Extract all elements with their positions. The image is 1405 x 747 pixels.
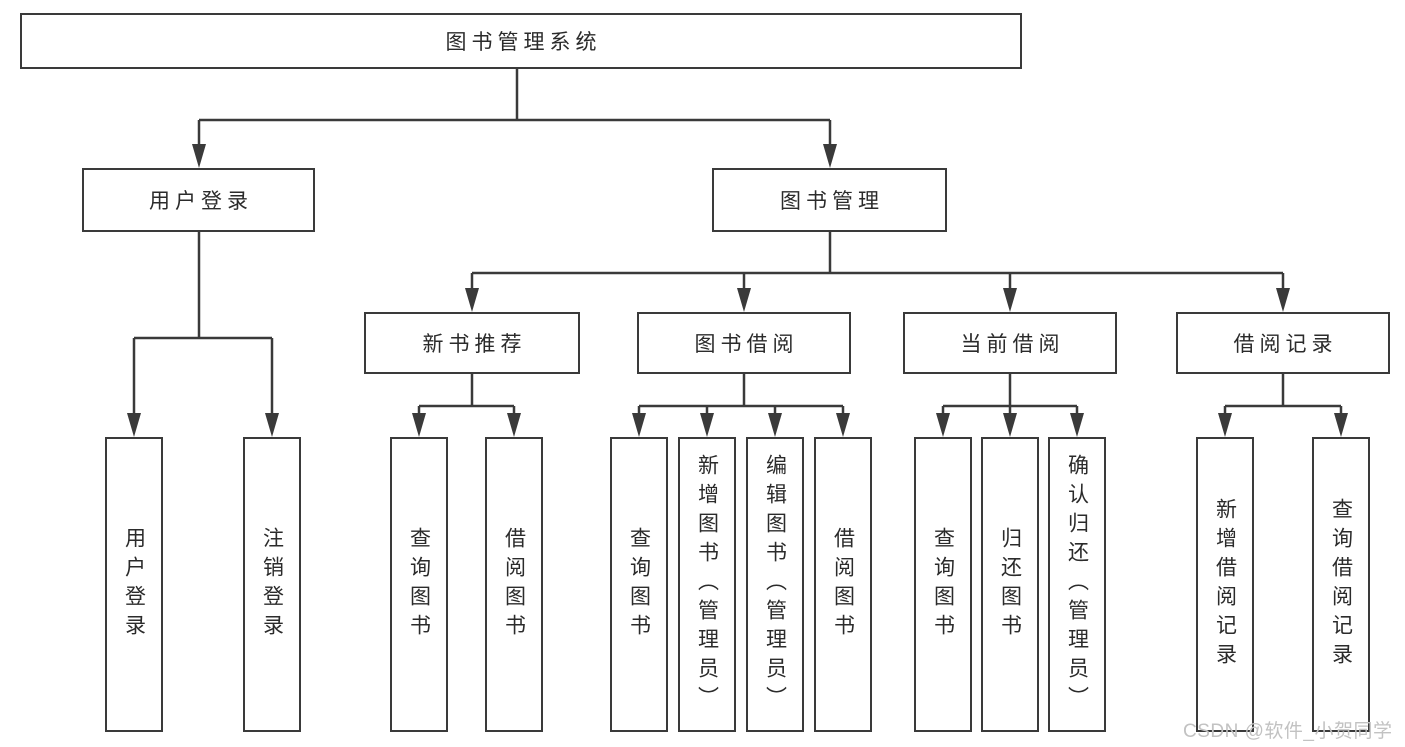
leaf-logout: 注销登录 [243, 437, 301, 732]
leaf-borrow-books-recommend: 借阅图书 [485, 437, 543, 732]
arrowhead-icon [1070, 413, 1084, 437]
leaf-query-borrow-record: 查询借阅记录 [1312, 437, 1370, 732]
arrowhead-icon [1276, 288, 1290, 312]
leaf-add-books-admin: 新增图书（管理员） [678, 437, 736, 732]
arrowhead-icon [192, 144, 206, 168]
arrowhead-icon [1003, 288, 1017, 312]
arrowhead-icon [1218, 413, 1232, 437]
arrowhead-icon [936, 413, 950, 437]
arrowhead-icon [823, 144, 837, 168]
connector-root-to-level2 [197, 69, 832, 146]
arrowhead-icon [700, 413, 714, 437]
arrowhead-icon [265, 413, 279, 437]
node-new-book-recommendation: 新书推荐 [364, 312, 580, 374]
connector-userlogin-to-leaves [132, 232, 274, 415]
arrowhead-icon [632, 413, 646, 437]
leaf-return-books: 归还图书 [981, 437, 1039, 732]
node-current-borrowing: 当前借阅 [903, 312, 1117, 374]
leaf-query-books-recommend: 查询图书 [390, 437, 448, 732]
node-borrowing-records: 借阅记录 [1176, 312, 1390, 374]
arrowhead-icon [836, 413, 850, 437]
connector-current-to-leaves [941, 374, 1079, 415]
leaf-query-books-current: 查询图书 [914, 437, 972, 732]
arrowhead-icon [507, 413, 521, 437]
arrowhead-icon [465, 288, 479, 312]
node-library-system: 图书管理系统 [20, 13, 1022, 69]
connector-bookmgmt-to-level3 [470, 232, 1285, 290]
arrowhead-icon [127, 413, 141, 437]
connector-newbook-to-leaves [417, 374, 516, 415]
arrowheads [127, 144, 1348, 437]
arrowhead-icon [737, 288, 751, 312]
leaf-confirm-return-admin: 确认归还（管理员） [1048, 437, 1106, 732]
arrowhead-icon [768, 413, 782, 437]
leaf-edit-books-admin: 编辑图书（管理员） [746, 437, 804, 732]
connector-records-to-leaves [1223, 374, 1343, 415]
leaf-borrow-books-borrowing: 借阅图书 [814, 437, 872, 732]
node-book-management: 图书管理 [712, 168, 947, 232]
connector-borrowing-to-leaves [637, 374, 845, 415]
leaf-add-borrow-record: 新增借阅记录 [1196, 437, 1254, 732]
node-user-login: 用户登录 [82, 168, 315, 232]
arrowhead-icon [1334, 413, 1348, 437]
watermark: CSDN @软件_小贺同学 [1183, 721, 1393, 742]
arrowhead-icon [412, 413, 426, 437]
arrowhead-icon [1003, 413, 1017, 437]
leaf-query-books-borrowing: 查询图书 [610, 437, 668, 732]
leaf-user-login: 用户登录 [105, 437, 163, 732]
node-book-borrowing: 图书借阅 [637, 312, 851, 374]
